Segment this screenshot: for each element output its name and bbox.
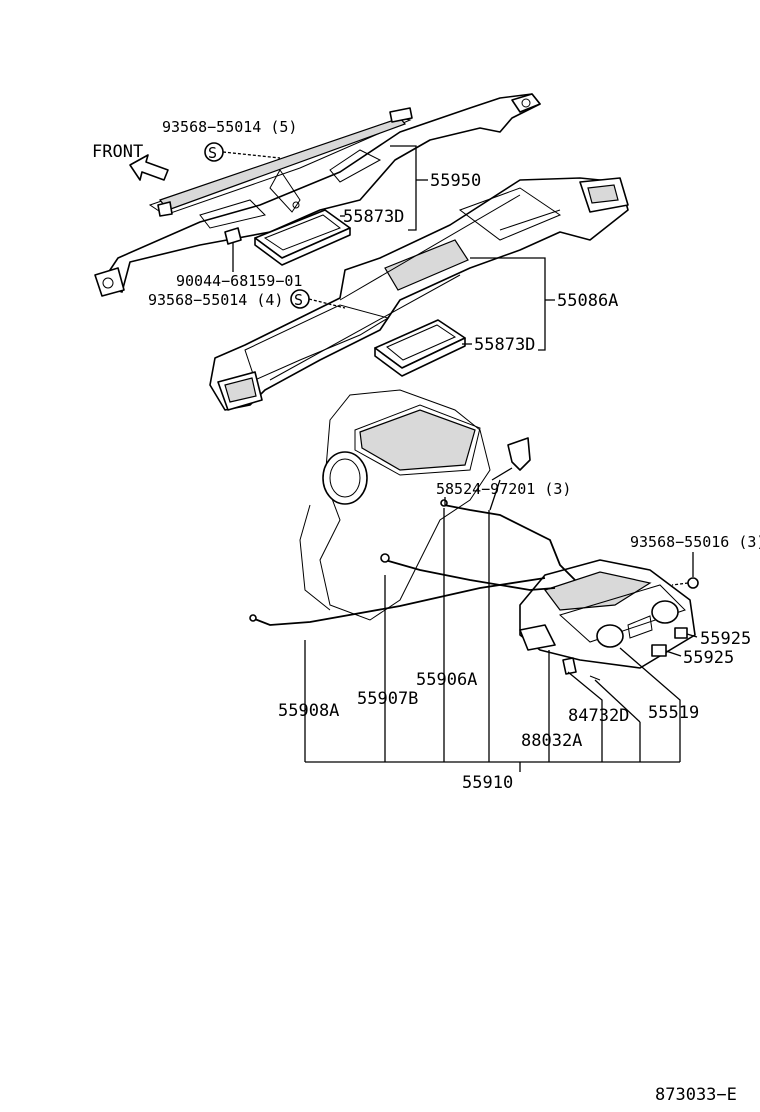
label-55907B: 55907B [357,689,418,709]
diagram-code: 873033−E [655,1085,737,1105]
label-88032A: 88032A [521,731,582,751]
label-58524-97201: 58524−97201 (3) [436,480,571,498]
cable-55906A [443,504,576,581]
leader-lines [232,145,698,772]
cable-55907B [384,559,556,591]
filter-55873D-top [254,209,351,266]
label-93568-55014-5: 93568−55014 (5) [162,118,297,136]
clip-58524 [491,437,531,481]
label-55925-b: 55925 [683,648,734,668]
lower-duct [209,177,629,411]
dashboard-outline [299,389,491,621]
screw-symbol-mid: S [290,289,346,309]
label-55519: 55519 [648,703,699,723]
label-93568-55014-4: 93568−55014 (4) [148,291,283,309]
label-55873D-bottom: 55873D [474,335,535,355]
screw-label-mid: S [294,291,303,309]
label-90044-68159-01: 90044−68159−01 [176,272,302,290]
label-front: FRONT [92,142,143,162]
label-55908A: 55908A [278,701,339,721]
front-arrow-icon [129,154,169,181]
cable-55908A [251,577,546,626]
label-55906A: 55906A [416,670,477,690]
label-55925-a: 55925 [700,629,751,649]
label-55873D-top: 55873D [343,207,404,227]
label-55910: 55910 [462,773,513,793]
label-93568-55016: 93568−55016 (3) [630,533,760,551]
screw-symbol-top: S [204,142,281,162]
screw-label-top: S [208,144,217,162]
label-55950: 55950 [430,171,481,191]
bolt-90044 [224,227,242,270]
heater-control-assembly [519,559,699,681]
part-labels: FRONT 93568−55014 (5) 55950 55873D 90044… [92,118,760,1105]
filter-55873D-bottom [374,319,466,377]
label-84732D: 84732D [568,706,629,726]
upper-defroster-duct [94,93,541,297]
label-55086A: 55086A [557,291,618,311]
